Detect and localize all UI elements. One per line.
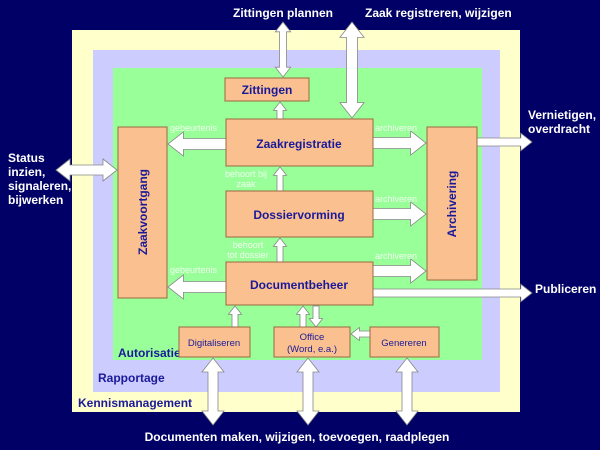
arrow-dossier-to-zaakreg: [272, 166, 288, 192]
box-office: [273, 326, 351, 358]
box-documentbeheer: [225, 261, 374, 306]
arrow-zaakreg-to-zittingen: [272, 101, 288, 120]
arrow-label-behoort-bij-zaak: behoort bij: [225, 169, 267, 179]
arrow-zaak-registreren: [339, 21, 365, 119]
label-zaakregistratie: Zaakregistratie: [256, 137, 342, 151]
external-zittingen-plannen: Zittingen plannen: [233, 6, 333, 20]
arrow-archiveren-1: [372, 130, 427, 156]
label-office: Office: [300, 332, 325, 343]
external-documenten: Documenten maken, wijzigen, toevoegen, r…: [145, 430, 450, 444]
external-vernietigen: Vernietigen,: [528, 108, 596, 122]
arrow-digitaliseren-to-doc: [227, 305, 243, 328]
arrow-bottom-digitaliseren: [201, 357, 225, 426]
external-status-2: inzien,: [8, 165, 45, 179]
layer-label-kennismanagement: Kennismanagement: [78, 396, 192, 410]
box-dossiervorming: [225, 190, 374, 238]
arrow-zittingen-plannen: [274, 21, 292, 78]
arrow-bottom-office: [296, 357, 320, 426]
external-status-1: Status: [8, 151, 45, 165]
arrow-label-behoort-bij-zaak-2: zaak: [236, 179, 256, 189]
label-genereren: Genereren: [381, 338, 426, 349]
box-zaakregistratie: [225, 118, 374, 167]
arrow-label-gebeurtenis-2: gebeurtenis: [170, 265, 218, 275]
arrow-vernietigen: [476, 132, 533, 152]
layer-label-autorisatie: Autorisatie: [118, 346, 181, 360]
arrow-publiceren: [372, 283, 533, 303]
arrow-doc-to-dossier: [272, 237, 288, 263]
layer-label-rapportage: Rapportage: [98, 371, 165, 385]
arrow-label-gebeurtenis-1: gebeurtenis: [170, 123, 218, 133]
arrow-status: [55, 158, 118, 182]
external-status-3: signaleren,: [8, 179, 71, 193]
box-zaakvoortgang: [117, 126, 168, 299]
external-zaak-registreren: Zaak registreren, wijzigen: [365, 6, 512, 20]
label-dossiervorming: Dossiervorming: [253, 208, 344, 222]
arrow-label-archiveren-3: archiveren: [375, 251, 417, 261]
label-office-sub: (Word, e.a.): [287, 344, 337, 355]
arrow-label-behoort-tot-dossier: behoort: [233, 240, 264, 250]
arrow-label-behoort-tot-dossier-2: tot dossier: [227, 250, 269, 260]
arrow-archiveren-2: [372, 201, 427, 227]
box-zittingen: [224, 77, 310, 102]
arrow-office-to-doc: [295, 305, 311, 328]
external-overdracht: overdracht: [528, 122, 590, 136]
arrow-label-archiveren-2: archiveren: [375, 194, 417, 204]
arrow-label-archiveren-1: archiveren: [375, 123, 417, 133]
box-genereren: [369, 326, 440, 358]
arrow-bottom-genereren: [395, 357, 419, 426]
external-publiceren: Publiceren: [535, 282, 596, 296]
label-zaakvoortgang: Zaakvoortgang: [136, 169, 150, 255]
arrow-genereren-to-office: [350, 326, 371, 342]
arrow-gebeurtenis-2: [167, 274, 227, 300]
external-status-4: bijwerken: [8, 193, 63, 207]
box-archivering: [426, 126, 478, 281]
label-archivering: Archivering: [445, 171, 459, 238]
box-digitaliseren: [178, 326, 251, 358]
arrow-doc-to-office: [308, 305, 324, 328]
label-zittingen: Zittingen: [242, 83, 293, 97]
label-digitaliseren: Digitaliseren: [188, 338, 240, 349]
arrow-archiveren-3: [372, 258, 427, 284]
label-documentbeheer: Documentbeheer: [250, 278, 348, 292]
arrow-gebeurtenis-1: [167, 131, 227, 157]
